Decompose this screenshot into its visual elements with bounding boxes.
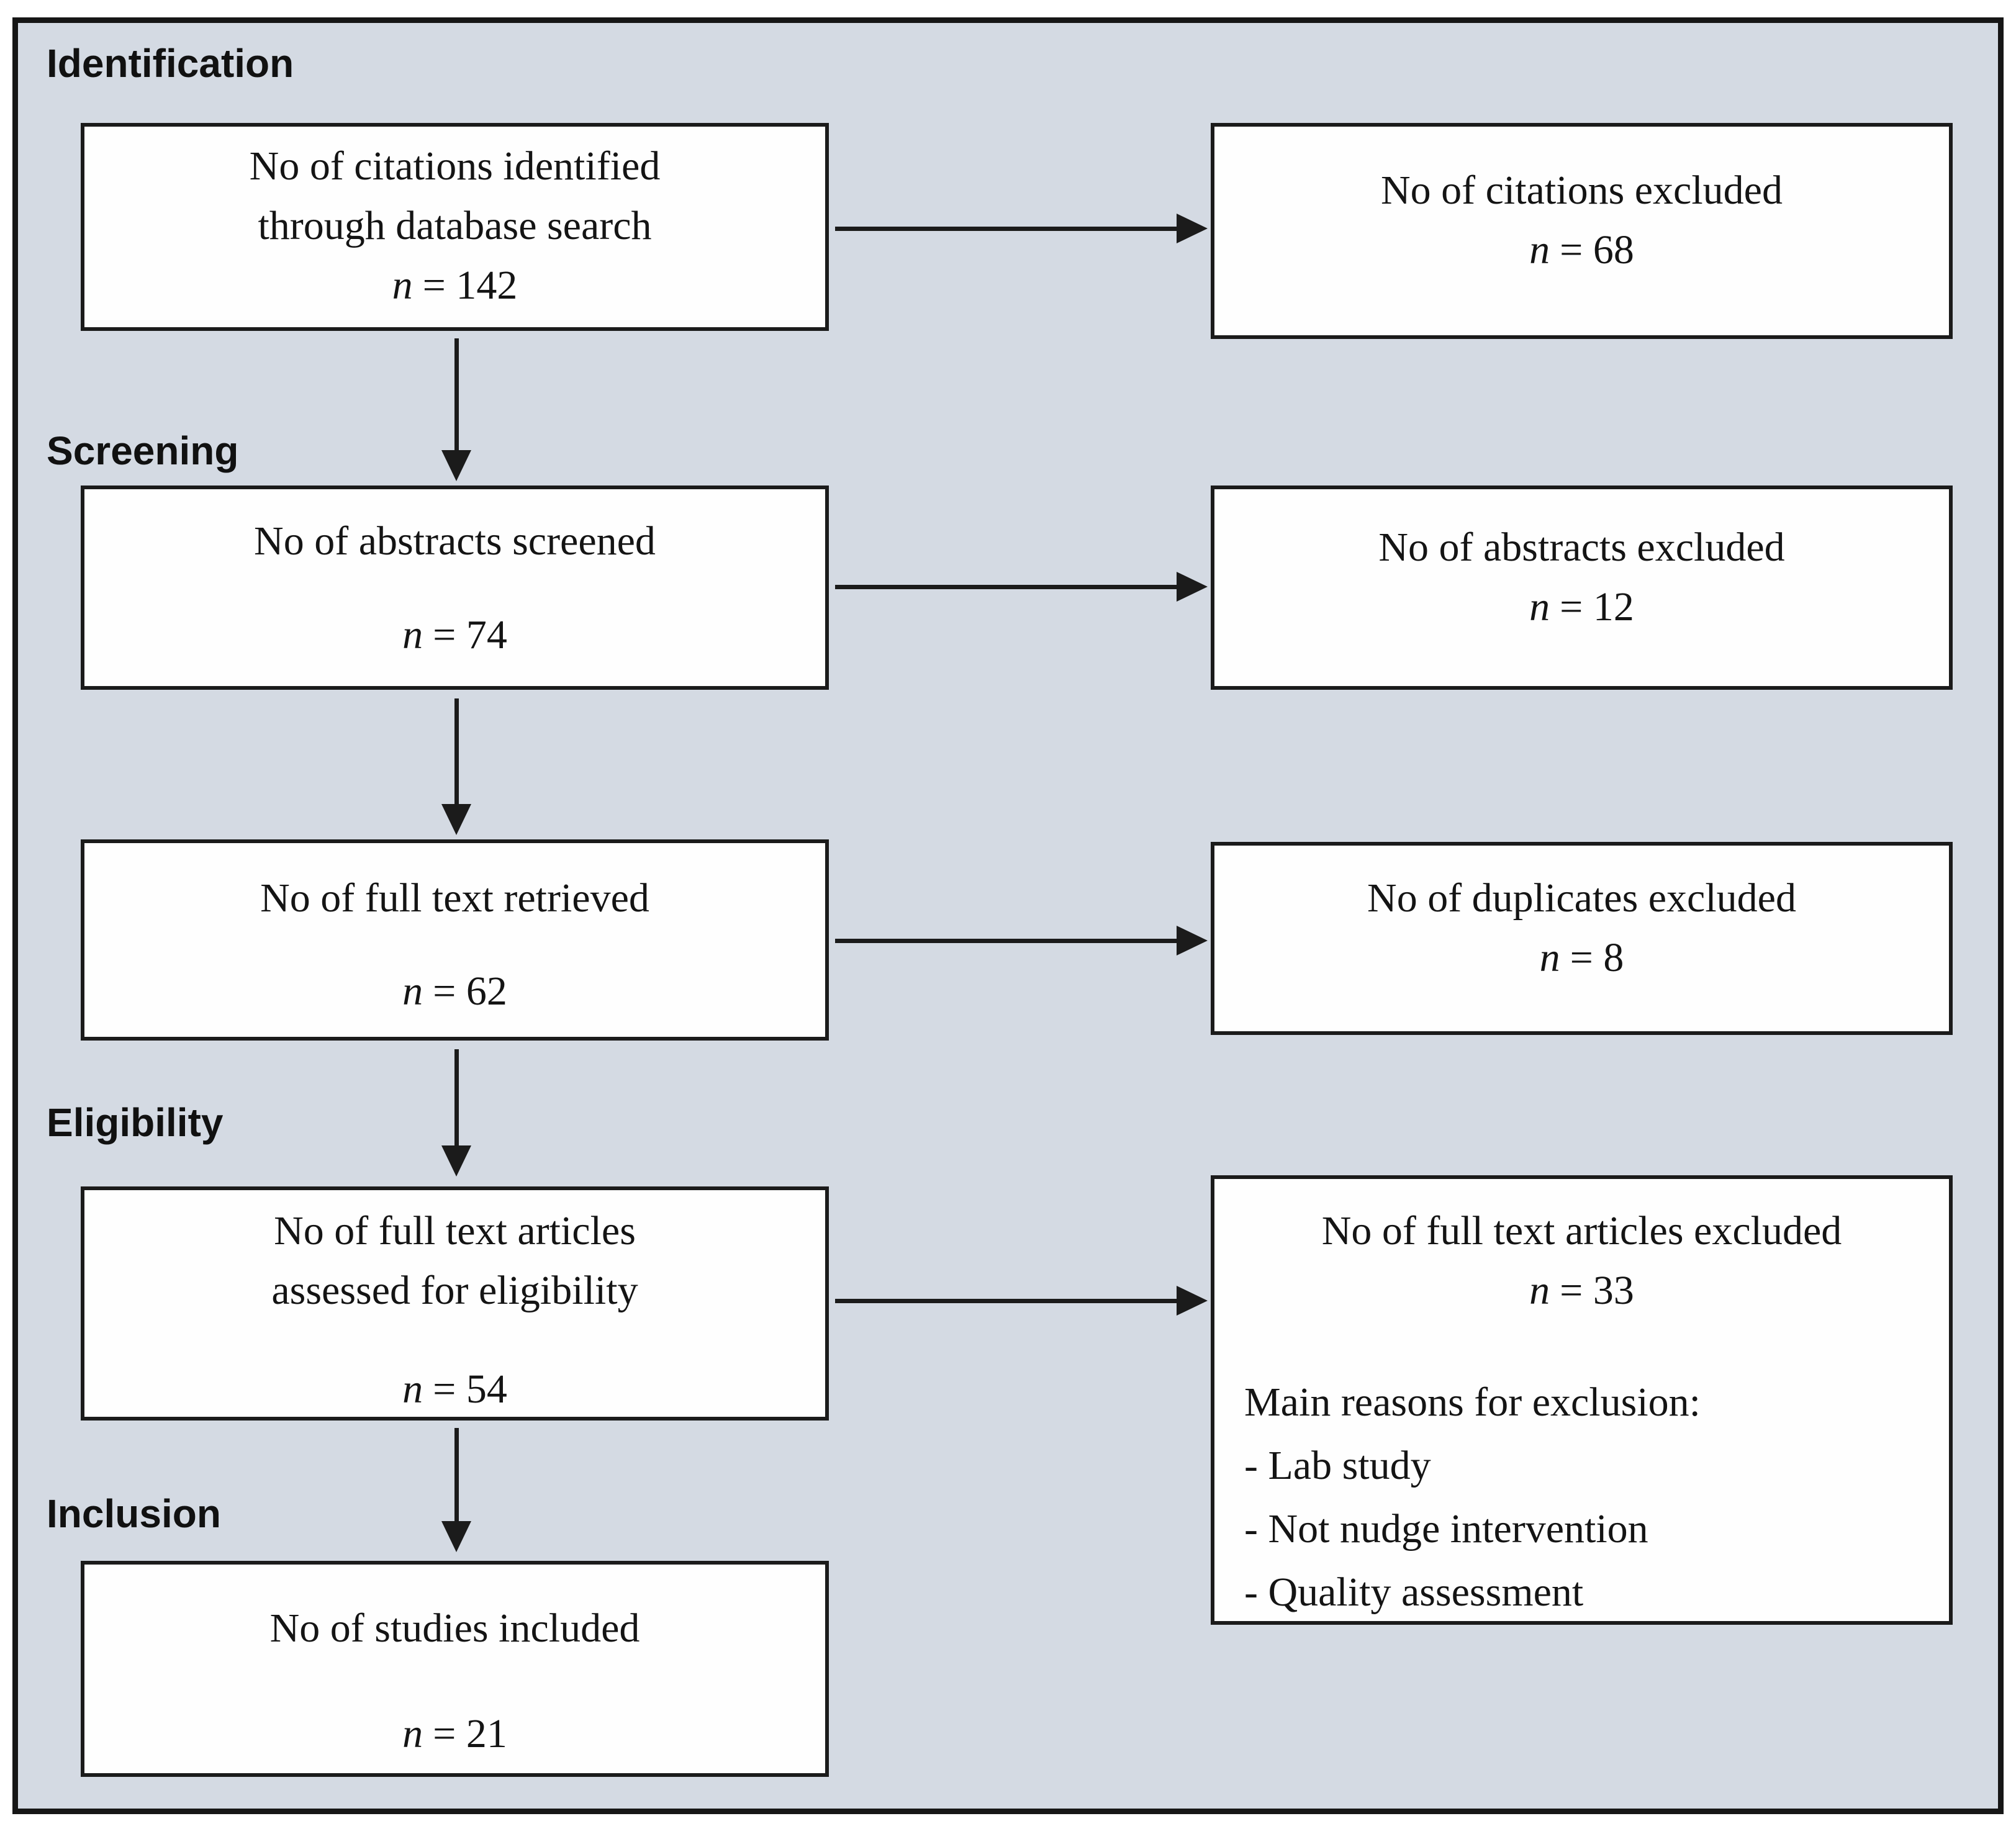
section-label-identification: Identification (47, 41, 294, 86)
box-text-line: No of abstracts excluded (1378, 525, 1785, 570)
section-label-screening: Screening (47, 428, 239, 473)
count-line: n= 68 (1214, 220, 1949, 280)
n-symbol: n (1539, 935, 1560, 980)
reason-item: - Quality assessment (1244, 1570, 1584, 1615)
n-symbol: n (1529, 227, 1550, 273)
n-symbol: n (1529, 1268, 1550, 1313)
arrow-head-icon (1177, 926, 1208, 955)
spacer (84, 1321, 825, 1360)
box-text-line: No of citations identified (249, 143, 661, 189)
count-line: n= 62 (84, 962, 825, 1021)
n-value: = 12 (1560, 584, 1634, 630)
box-text-line: No of duplicates excluded (1367, 875, 1796, 921)
n-value: = 68 (1560, 227, 1634, 273)
spacer (84, 1658, 825, 1704)
n-value: = 33 (1560, 1268, 1634, 1313)
arrow-shaft (454, 1428, 459, 1521)
reasons-title: Main reasons for exclusion: (1244, 1380, 1701, 1425)
box-full-text-assessed: No of full text articles assessed for el… (81, 1186, 829, 1421)
arrow-shaft (454, 338, 459, 450)
arrow-head-icon (1177, 214, 1208, 243)
box-citations-identified: No of citations identified through datab… (81, 123, 829, 331)
arrow-right-duplicates-excluded (835, 923, 1208, 958)
box-text-line: No of studies included (269, 1606, 640, 1651)
n-symbol: n (402, 612, 423, 657)
n-symbol: n (1529, 584, 1550, 630)
count-line: n= 21 (84, 1704, 825, 1764)
count-line: n= 142 (84, 256, 825, 315)
arrow-shaft (454, 698, 459, 804)
reason-item: - Not nudge intervention (1244, 1506, 1648, 1552)
box-text-line: assessed for eligibility (271, 1268, 638, 1313)
arrow-down-eligibility-to-inclusion (439, 1428, 474, 1552)
n-value: = 21 (433, 1711, 507, 1756)
box-studies-included: No of studies included n= 21 (81, 1561, 829, 1777)
count-line: n= 8 (1214, 928, 1949, 988)
arrow-head-icon (441, 1145, 471, 1177)
box-text-line: through database search (258, 203, 652, 248)
arrow-right-citations-excluded (835, 211, 1208, 246)
box-text-line: No of full text articles excluded (1321, 1208, 1842, 1254)
box-citations-excluded: No of citations excluded n= 68 (1211, 123, 1953, 339)
box-abstracts-excluded: No of abstracts excluded n= 12 (1211, 486, 1953, 690)
arrow-down-screening-to-retrieved (439, 698, 474, 835)
n-value: = 74 (433, 612, 507, 657)
box-text-line: No of abstracts screened (254, 518, 656, 564)
arrow-shaft (835, 227, 1178, 231)
n-symbol: n (402, 1711, 423, 1756)
arrow-shaft (454, 1049, 459, 1145)
spacer (84, 928, 825, 962)
spacer (84, 571, 825, 605)
box-abstracts-screened: No of abstracts screened n= 74 (81, 486, 829, 690)
arrow-shaft (835, 939, 1178, 943)
section-label-inclusion: Inclusion (47, 1491, 221, 1536)
n-value: = 142 (422, 263, 518, 308)
box-text-line: No of full text articles (274, 1208, 636, 1254)
spacer (1214, 1321, 1949, 1371)
exclusion-reasons: Main reasons for exclusion: - Lab study … (1214, 1371, 1949, 1624)
arrow-head-icon (441, 804, 471, 835)
arrow-head-icon (441, 450, 471, 481)
n-value: = 8 (1570, 935, 1624, 980)
arrow-shaft (835, 1299, 1178, 1303)
arrow-head-icon (1177, 572, 1208, 602)
count-line: n= 33 (1214, 1261, 1949, 1321)
section-label-eligibility: Eligibility (47, 1100, 224, 1145)
box-full-text-retrieved: No of full text retrieved n= 62 (81, 839, 829, 1041)
box-text-line: No of citations excluded (1381, 168, 1783, 213)
count-line: n= 74 (84, 605, 825, 665)
count-line: n= 12 (1214, 577, 1949, 637)
arrow-right-full-text-excluded (835, 1283, 1208, 1318)
box-duplicates-excluded: No of duplicates excluded n= 8 (1211, 842, 1953, 1035)
arrow-head-icon (441, 1521, 471, 1552)
arrow-down-identification-to-screening (439, 338, 474, 481)
n-symbol: n (392, 263, 413, 308)
arrow-down-retrieved-to-eligibility (439, 1049, 474, 1177)
arrow-head-icon (1177, 1286, 1208, 1316)
n-symbol: n (402, 969, 423, 1014)
arrow-right-abstracts-excluded (835, 569, 1208, 604)
box-text-line: No of full text retrieved (260, 875, 649, 921)
n-value: = 54 (433, 1366, 507, 1412)
arrow-shaft (835, 585, 1178, 589)
n-value: = 62 (433, 969, 507, 1014)
box-full-text-excluded: No of full text articles excluded n= 33 … (1211, 1175, 1953, 1625)
reason-item: - Lab study (1244, 1443, 1431, 1488)
n-symbol: n (402, 1366, 423, 1412)
count-line: n= 54 (84, 1360, 825, 1419)
